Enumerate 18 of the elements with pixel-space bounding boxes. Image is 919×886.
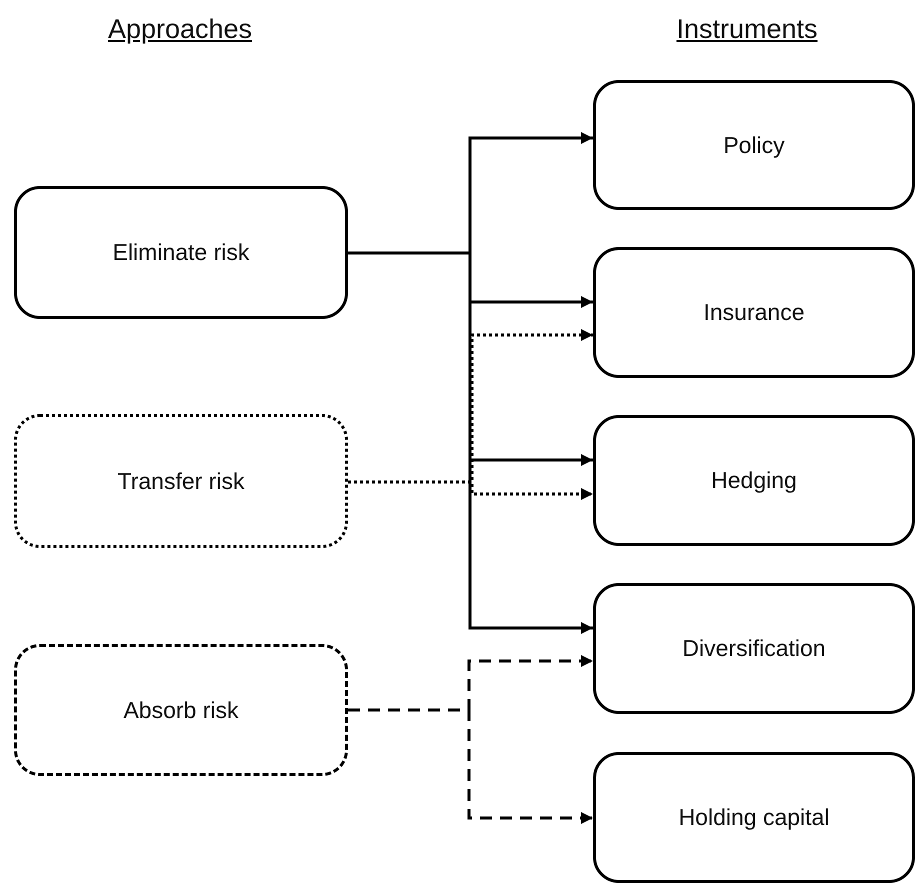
approach-box bbox=[14, 186, 348, 319]
instrument-box bbox=[593, 80, 915, 210]
instrument-box bbox=[593, 415, 915, 546]
box-label: Diversification bbox=[682, 635, 826, 662]
connector-arrow bbox=[348, 708, 593, 824]
box-label: Eliminate risk bbox=[112, 239, 250, 266]
column-heading: Approaches bbox=[108, 14, 252, 45]
approach-box bbox=[14, 644, 348, 776]
box-label: Holding capital bbox=[678, 804, 830, 831]
box-label: Transfer risk bbox=[118, 468, 244, 494]
box-label: Policy bbox=[723, 132, 785, 158]
box-label: Insurance bbox=[703, 299, 804, 326]
instrument-box bbox=[593, 247, 915, 378]
instrument-box bbox=[593, 583, 915, 714]
box-label: Hedging bbox=[711, 467, 797, 494]
box-label: Absorb risk bbox=[123, 696, 239, 724]
column-heading: Instruments bbox=[676, 14, 818, 45]
instrument-box bbox=[593, 752, 915, 883]
